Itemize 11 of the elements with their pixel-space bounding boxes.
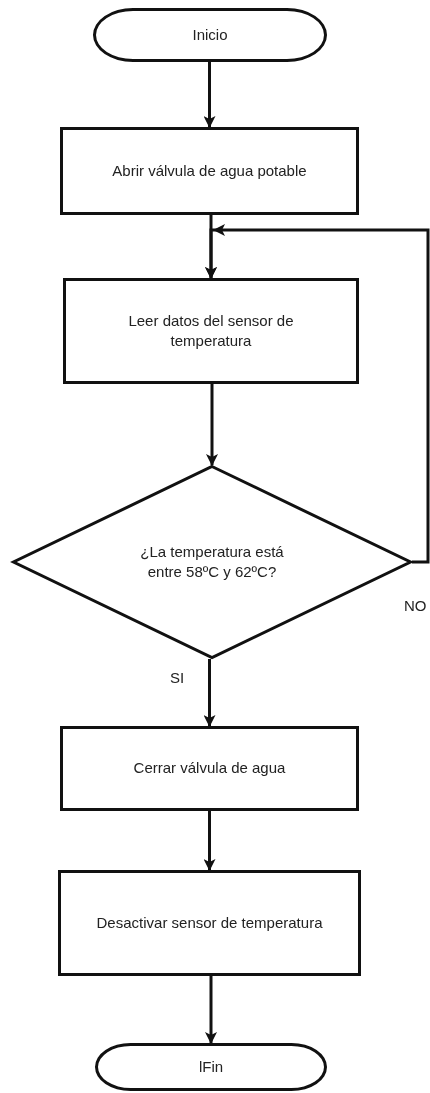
- process-box: [60, 127, 359, 215]
- process-box: [58, 870, 361, 976]
- node-text: lFin: [197, 1056, 225, 1077]
- node-text: Abrir válvula de agua potable: [111, 160, 308, 181]
- process-box: [60, 726, 359, 811]
- node-text: Inicio: [191, 24, 229, 45]
- node-text: ¿La temperatura está entre 58ºC y 62ºC?: [139, 541, 285, 582]
- process-box: [63, 278, 359, 384]
- node-text: Leer datos del sensor de temperatura: [127, 310, 295, 351]
- node-text: Desactivar sensor de temperatura: [95, 912, 324, 933]
- node-text: Cerrar válvula de agua: [132, 758, 287, 779]
